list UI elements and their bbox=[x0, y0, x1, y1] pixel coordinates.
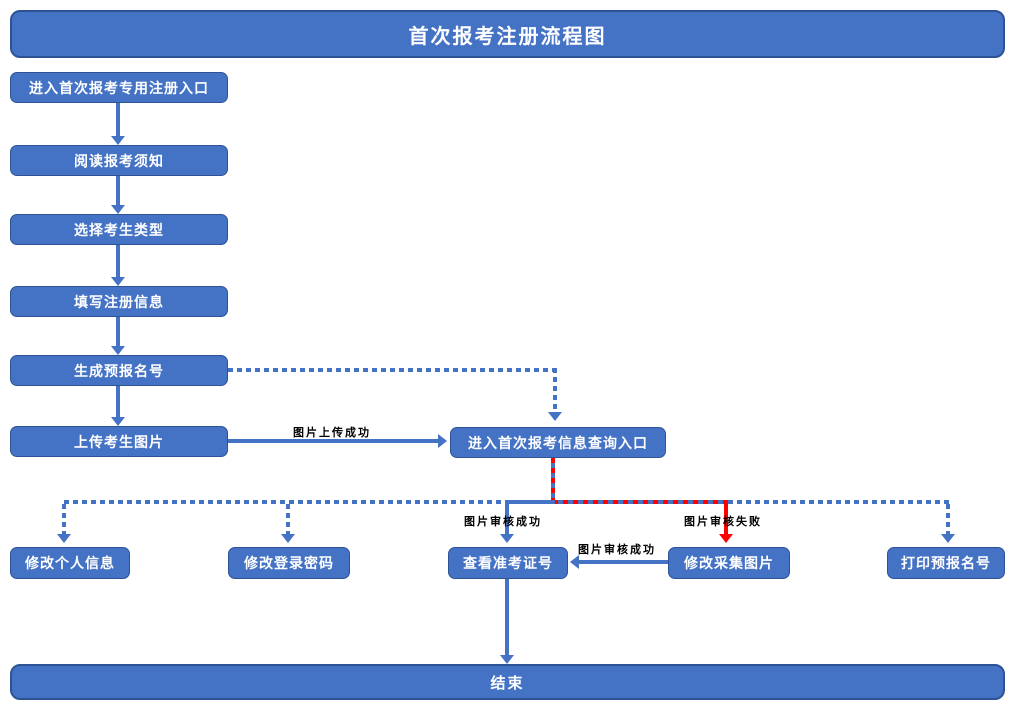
edge-label-review-success: 图片审核成功 bbox=[464, 516, 542, 528]
edge-label-upload-success: 图片上传成功 bbox=[293, 427, 371, 439]
distribution-line-left bbox=[64, 500, 553, 504]
node-read-notice: 阅读报考须知 bbox=[10, 145, 228, 176]
edge-label-review-fail: 图片审核失败 bbox=[684, 516, 762, 528]
distribution-line-mixed bbox=[553, 500, 728, 504]
connector-step4-step5 bbox=[116, 317, 120, 346]
title-banner: 首次报考注册流程图 bbox=[10, 10, 1005, 58]
connector-step1-step2 bbox=[116, 103, 120, 136]
arrowhead-password bbox=[281, 534, 295, 543]
node-upload-photo: 上传考生图片 bbox=[10, 426, 228, 457]
arrowhead-view-number-right bbox=[570, 555, 579, 569]
node-recollect-photo: 修改采集图片 bbox=[668, 547, 790, 579]
edge-label-resubmit-success: 图片审核成功 bbox=[578, 544, 656, 556]
connector-branch-password bbox=[286, 504, 290, 534]
connector-step3-step4 bbox=[116, 245, 120, 277]
connector-dotted-generate-horizontal bbox=[228, 368, 557, 372]
arrowhead-step4 bbox=[111, 277, 125, 286]
connector-review-fail bbox=[724, 503, 728, 534]
node-select-type: 选择考生类型 bbox=[10, 214, 228, 245]
connector-step5-step6 bbox=[116, 386, 120, 417]
connector-view-end bbox=[505, 579, 509, 655]
arrowhead-step2 bbox=[111, 136, 125, 145]
connector-step2-step3 bbox=[116, 176, 120, 205]
node-edit-password: 修改登录密码 bbox=[228, 547, 350, 579]
arrowhead-recollect-photo bbox=[719, 534, 733, 543]
connector-branch-print bbox=[946, 504, 950, 534]
arrowhead-query-entry-left bbox=[438, 434, 447, 448]
connector-dotted-generate-vertical bbox=[553, 368, 557, 412]
node-view-admission-number: 查看准考证号 bbox=[448, 547, 568, 579]
arrowhead-step3 bbox=[111, 205, 125, 214]
node-register-entry: 进入首次报考专用注册入口 bbox=[10, 72, 228, 103]
arrowhead-step6 bbox=[111, 417, 125, 426]
end-banner: 结束 bbox=[10, 664, 1005, 700]
connector-review-success-vertical bbox=[505, 500, 509, 534]
connector-recollect-view bbox=[578, 560, 668, 564]
arrowhead-query-entry-top bbox=[548, 412, 562, 421]
arrowhead-end bbox=[500, 655, 514, 664]
connector-query-down-mixed bbox=[551, 458, 555, 500]
connector-upload-query bbox=[228, 439, 438, 443]
node-print-prereg-number: 打印预报名号 bbox=[887, 547, 1005, 579]
distribution-line-right bbox=[728, 500, 950, 504]
node-edit-personal-info: 修改个人信息 bbox=[10, 547, 130, 579]
node-fill-info: 填写注册信息 bbox=[10, 286, 228, 317]
node-generate-number: 生成预报名号 bbox=[10, 355, 228, 386]
connector-review-success-horizontal bbox=[505, 500, 555, 504]
node-query-entry: 进入首次报考信息查询入口 bbox=[450, 427, 666, 458]
arrowhead-step5 bbox=[111, 346, 125, 355]
connector-branch-personal-info bbox=[62, 504, 66, 534]
arrowhead-view-number bbox=[500, 534, 514, 543]
arrowhead-print bbox=[941, 534, 955, 543]
arrowhead-personal-info bbox=[57, 534, 71, 543]
